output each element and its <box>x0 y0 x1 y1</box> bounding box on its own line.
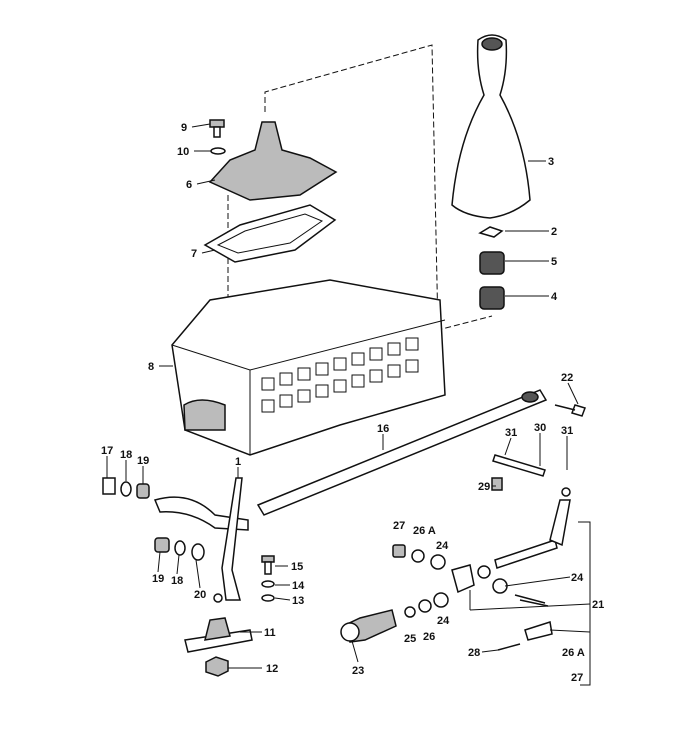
assembly-dashed-line <box>264 44 493 331</box>
screw-28-part <box>497 643 521 651</box>
label-13: 13 <box>292 595 304 607</box>
washer-13-part <box>261 594 275 602</box>
spring-assembly-part <box>340 609 397 643</box>
rubber-mount-part <box>479 286 505 310</box>
pin-part <box>514 594 549 607</box>
washer-24d-part <box>433 592 449 608</box>
bolt-22-part <box>554 404 586 417</box>
bolt-15-part <box>261 555 275 575</box>
label-10: 10 <box>177 146 189 158</box>
label-24: 24 <box>571 572 584 584</box>
clip-17-part <box>102 477 116 495</box>
label-23: 23 <box>352 665 364 677</box>
leader-lines <box>106 123 591 669</box>
label-27: 27 <box>571 672 583 684</box>
shift-housing-part <box>171 279 446 456</box>
gasket-inner-edge <box>216 213 324 254</box>
label-30: 30 <box>534 422 546 434</box>
label-24: 24 <box>436 540 449 552</box>
washer-14-part <box>261 580 275 588</box>
bushing-19-part <box>136 483 150 499</box>
shift-lever-part <box>153 477 249 603</box>
label-29: 29 <box>478 481 490 493</box>
label-12: 12 <box>266 663 278 675</box>
clip-part <box>478 226 504 238</box>
label-1: 1 <box>235 456 241 468</box>
label-26A: 26 A <box>413 525 436 537</box>
shift-boot-part <box>208 121 338 201</box>
label-11: 11 <box>264 627 276 639</box>
label-16: 16 <box>377 423 389 435</box>
washer-26-part <box>418 599 432 613</box>
label-14: 14 <box>292 580 305 592</box>
bushing-27-part <box>392 544 406 558</box>
group-bracket <box>578 521 591 686</box>
label-3: 3 <box>548 156 554 168</box>
washer-18b-part <box>174 540 186 556</box>
washer-24c-part <box>492 578 508 594</box>
label-31: 31 <box>505 427 517 439</box>
washer-24a-part <box>430 554 446 570</box>
washer-26A-part <box>411 549 425 563</box>
label-21: 21 <box>592 599 604 611</box>
label-18: 18 <box>120 449 132 461</box>
linkage-rod-part <box>492 454 546 477</box>
label-25: 25 <box>404 633 416 645</box>
part-labels: 9 10 6 7 8 3 2 5 4 22 16 17 18 19 1 31 3… <box>101 122 604 684</box>
label-31: 31 <box>561 425 573 437</box>
label-15: 15 <box>291 561 303 573</box>
label-26: 26 <box>423 631 435 643</box>
label-24: 24 <box>437 615 450 627</box>
label-7: 7 <box>191 248 197 260</box>
label-22: 22 <box>561 372 573 384</box>
label-2: 2 <box>551 226 557 238</box>
gasket-part <box>203 204 337 263</box>
washer-20-part <box>191 543 205 561</box>
label-17: 17 <box>101 445 113 457</box>
label-26A: 26 A <box>562 647 585 659</box>
label-27: 27 <box>393 520 405 532</box>
washer-25-part <box>404 606 416 618</box>
nut-12-part <box>205 656 229 677</box>
fitting-part <box>491 477 503 491</box>
shift-knob-part <box>451 34 531 219</box>
label-4: 4 <box>551 291 558 303</box>
bolt-part <box>209 119 225 138</box>
washer-18-part <box>120 481 132 497</box>
link-plate-part <box>524 621 553 641</box>
coupling-part <box>451 564 475 594</box>
label-6: 6 <box>186 179 192 191</box>
washer-24b-part <box>477 565 491 579</box>
label-28: 28 <box>468 647 480 659</box>
label-5: 5 <box>551 256 557 268</box>
selector-lever-part <box>494 487 571 569</box>
washer-part <box>210 147 226 155</box>
label-19: 19 <box>152 573 164 585</box>
shift-rod-part <box>256 389 548 516</box>
rubber-bushing-part <box>479 251 505 275</box>
label-8: 8 <box>148 361 154 373</box>
label-18: 18 <box>171 575 183 587</box>
bushing-19b-part <box>154 537 170 553</box>
label-9: 9 <box>181 122 187 134</box>
bracket-11-part <box>184 617 253 653</box>
label-20: 20 <box>194 589 206 601</box>
label-19: 19 <box>137 455 149 467</box>
